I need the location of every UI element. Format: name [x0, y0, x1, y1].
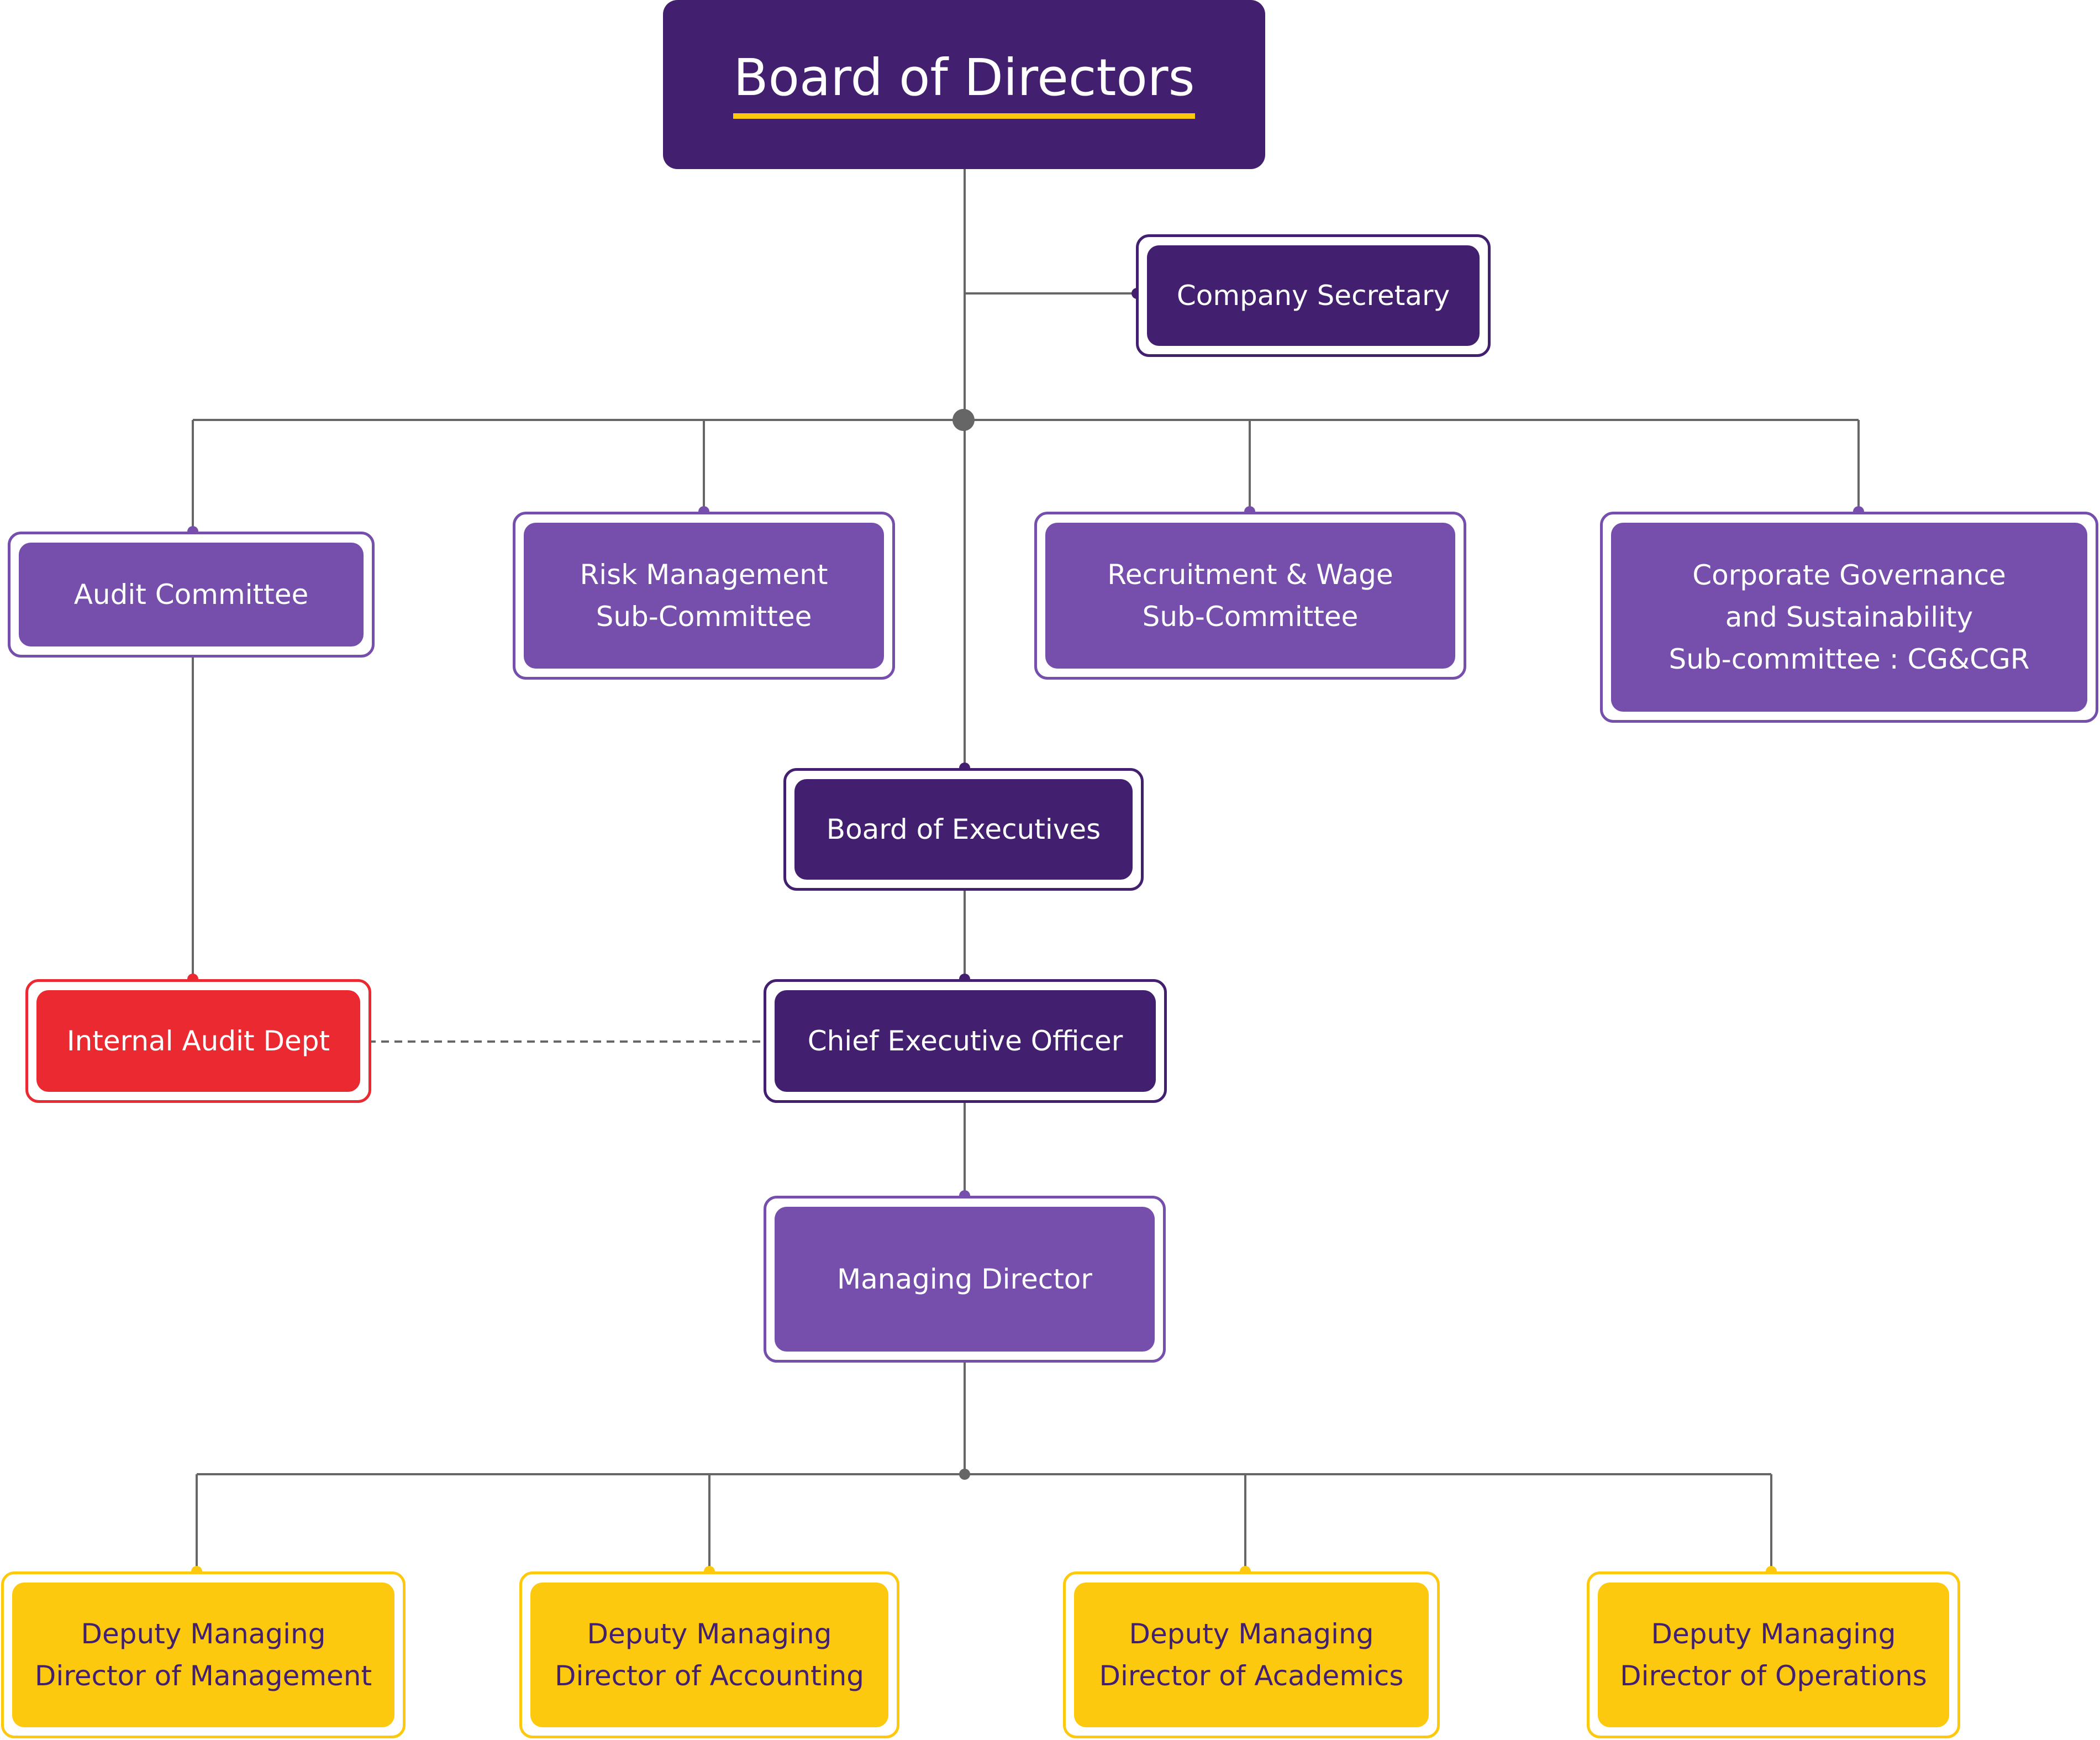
junction-dot-deputy	[959, 1469, 970, 1480]
deputy-accounting-label: Deputy Managing Director of Accounting	[554, 1618, 865, 1692]
deputy-management-label: Deputy Managing Director of Management	[34, 1618, 372, 1692]
managing-director-label: Managing Director	[837, 1263, 1092, 1295]
ceo-node: Chief Executive Officer	[764, 979, 1167, 1103]
risk-management-label: Risk Management Sub-Committee	[580, 559, 828, 633]
deputy-academics-label: Deputy Managing Director of Academics	[1099, 1618, 1404, 1692]
deputy-academics-node: Deputy Managing Director of Academics	[1063, 1571, 1440, 1738]
internal-audit-label: Internal Audit Dept	[66, 1025, 330, 1057]
board-of-directors-title: Board of Directors	[733, 50, 1195, 119]
corporate-governance-label: Corporate Governance and Sustainability …	[1669, 559, 2030, 675]
deputy-accounting-node: Deputy Managing Director of Accounting	[519, 1571, 899, 1738]
ceo-label: Chief Executive Officer	[807, 1025, 1123, 1057]
internal-audit-node: Internal Audit Dept	[25, 979, 371, 1103]
audit-committee-label: Audit Committee	[73, 579, 309, 611]
deputy-management-node: Deputy Managing Director of Management	[1, 1571, 406, 1738]
risk-management-node: Risk Management Sub-Committee	[513, 512, 895, 680]
managing-director-node: Managing Director	[764, 1196, 1166, 1363]
board-of-executives-node: Board of Executives	[783, 768, 1144, 891]
deputy-operations-node: Deputy Managing Director of Operations	[1587, 1571, 1960, 1738]
board-of-executives-label: Board of Executives	[826, 813, 1101, 845]
corporate-governance-node: Corporate Governance and Sustainability …	[1600, 512, 2098, 723]
recruitment-wage-node: Recruitment & Wage Sub-Committee	[1034, 512, 1466, 680]
company-secretary-node: Company Secretary	[1136, 234, 1491, 357]
audit-committee-node: Audit Committee	[8, 532, 375, 658]
company-secretary-label: Company Secretary	[1176, 280, 1450, 312]
recruitment-wage-label: Recruitment & Wage Sub-Committee	[1107, 559, 1393, 633]
board-of-directors-node: Board of Directors	[663, 0, 1265, 169]
junction-dot-main	[952, 409, 975, 431]
deputy-operations-label: Deputy Managing Director of Operations	[1620, 1618, 1927, 1692]
